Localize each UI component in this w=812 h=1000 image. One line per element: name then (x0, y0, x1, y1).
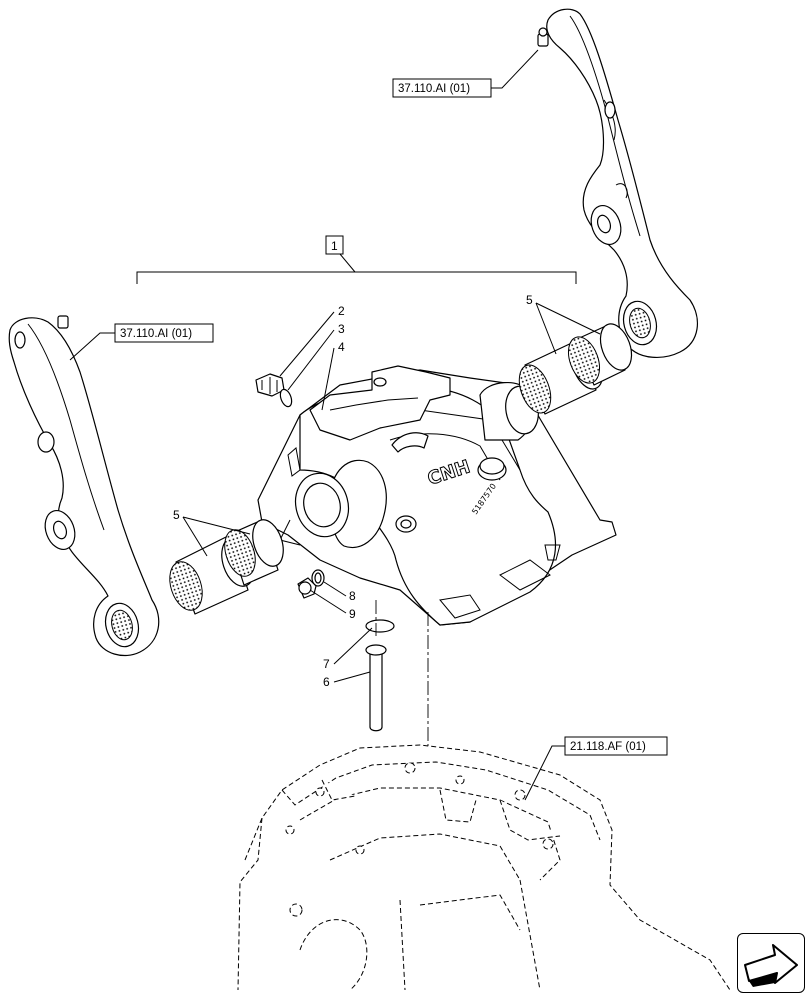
pipe-part-6 (365, 644, 387, 732)
leader-callout-8 (323, 581, 347, 597)
leader-callout-7 (333, 627, 373, 665)
leader-callout-5-right-a (535, 302, 557, 355)
bushings-right (518, 323, 633, 415)
ref-top-right-text: 37.110.AI (01) (398, 83, 470, 95)
leader-ref-top-right (491, 49, 539, 89)
leader-callout-9 (309, 589, 347, 614)
callout-5-left: 5 (173, 508, 180, 522)
bushings-left (169, 519, 284, 615)
next-page-button[interactable] (737, 933, 805, 993)
washer-part-9 (297, 577, 317, 599)
assembly-label: 1 (331, 239, 338, 253)
leader-callout-2 (279, 311, 335, 377)
ref-box-top-right[interactable]: 37.110.AI (01) (392, 78, 492, 98)
leader-callout-4 (321, 347, 335, 411)
callout-2: 2 (338, 304, 345, 318)
assembly-bracket (136, 253, 577, 284)
arrow-right-icon (744, 944, 798, 987)
assembly-label-box[interactable] (325, 235, 344, 255)
leader-ref-bottom (524, 745, 565, 801)
callout-9: 9 (349, 607, 356, 621)
callout-5-right: 5 (526, 293, 533, 307)
plug-part-8 (311, 569, 325, 587)
o-ring-part-3 (279, 388, 293, 408)
leader-callout-5-right-b (535, 302, 601, 335)
leader-callout-5-left-a (182, 516, 208, 557)
ref-left-text: 37.110.AI (01) (120, 328, 192, 340)
callout-6: 6 (323, 675, 330, 689)
leader-callout-3 (287, 329, 335, 391)
callout-8: 8 (349, 589, 356, 603)
ref-box-left[interactable]: 37.110.AI (01) (114, 323, 214, 343)
plug-part-2 (255, 373, 285, 397)
leader-callout-6 (333, 671, 371, 683)
callout-7: 7 (323, 657, 330, 671)
ref-bottom-text: 21.118.AF (01) (570, 741, 646, 753)
lift-housing-cover: CNH 5187570 (257, 365, 617, 626)
transmission-housing-ghost (237, 744, 731, 991)
lift-arm-left (8, 315, 160, 657)
ref-box-bottom[interactable]: 21.118.AF (01) (564, 736, 668, 756)
callout-4: 4 (338, 340, 345, 354)
callout-3: 3 (338, 322, 345, 336)
lift-arm-right (537, 8, 698, 358)
seal-ring-part-7 (365, 619, 395, 633)
leader-ref-left (69, 332, 115, 361)
leader-callout-5-left-b (182, 516, 251, 535)
